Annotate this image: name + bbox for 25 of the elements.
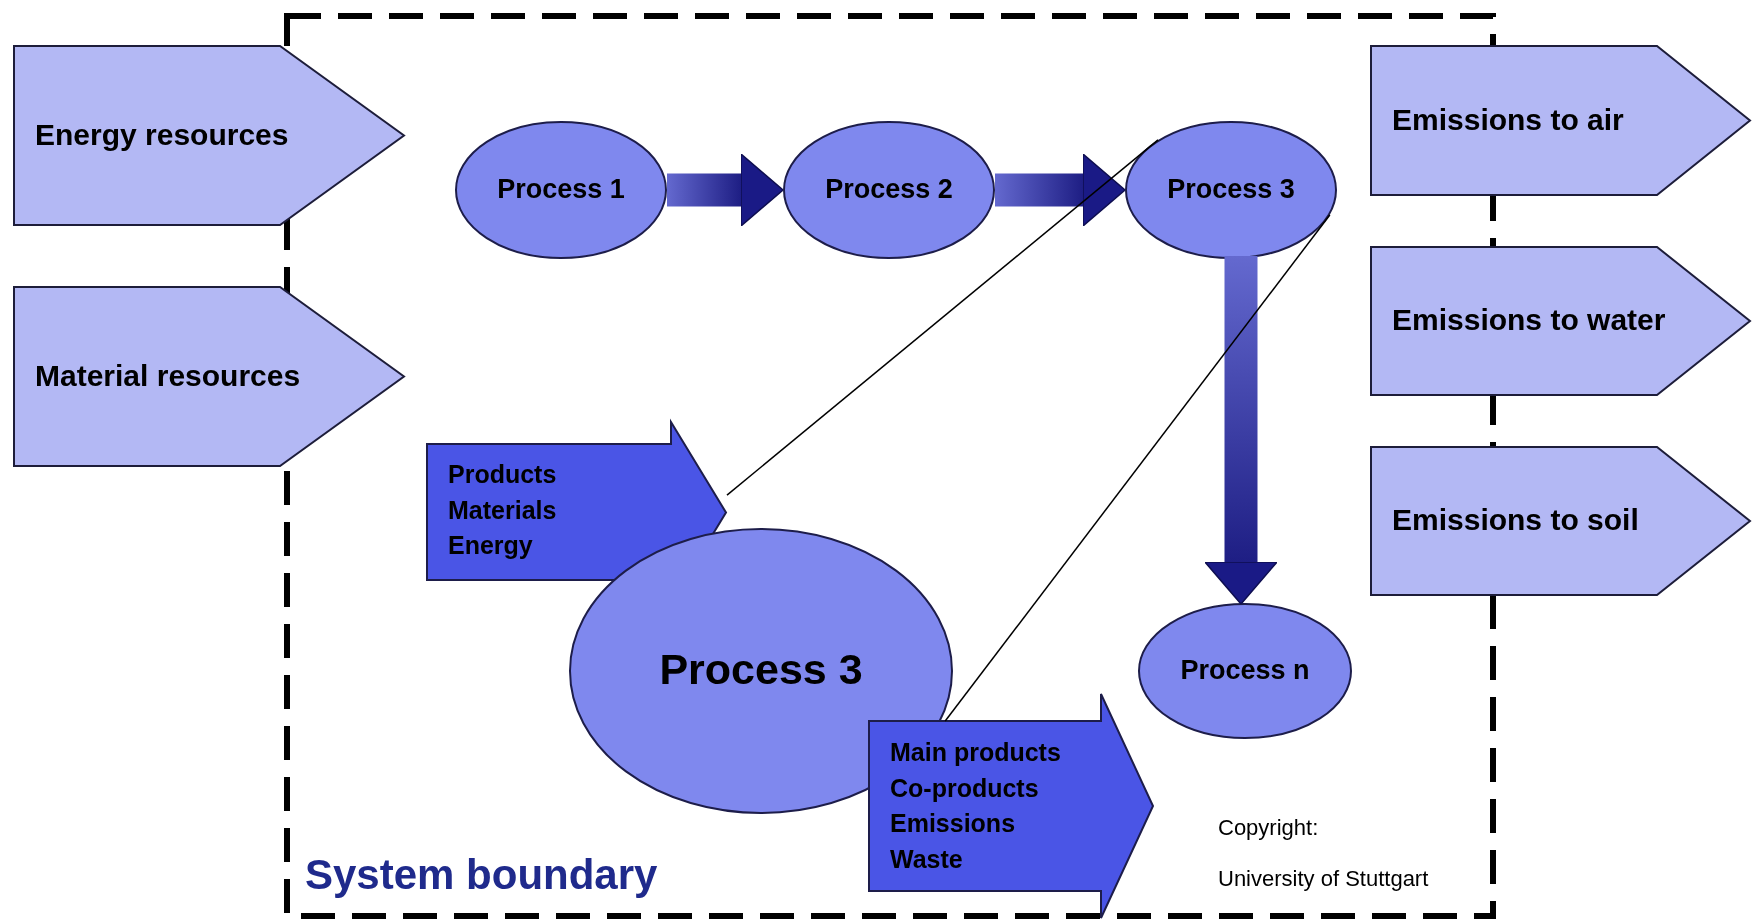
- flow-label: Emissions to air: [1392, 102, 1624, 137]
- flow-item-text: Products: [448, 460, 557, 489]
- flow-item-text: Materials: [448, 495, 557, 525]
- flow-item-text: Co-products: [890, 773, 1039, 803]
- process-label: Process 3: [658, 645, 864, 695]
- copyright-note: Copyright:: [1218, 815, 1319, 841]
- flow-item-text: Waste: [890, 844, 963, 874]
- flow-label: Material resources: [35, 358, 301, 393]
- flow-item-text: Emissions: [890, 809, 1016, 838]
- flow-label: Emissions to soil: [1392, 503, 1639, 537]
- copyright-note: University of Stuttgart: [1218, 866, 1429, 892]
- process-label: Process 1: [496, 173, 626, 205]
- process-label: Process 2: [824, 173, 954, 205]
- thick-arrow: [1204, 256, 1278, 605]
- thick-arrow: [667, 153, 784, 227]
- thick-arrow: [995, 153, 1126, 227]
- flow-item-text: Energy: [448, 531, 533, 560]
- process-label: Process n: [1179, 654, 1311, 686]
- connector-line: [726, 139, 1159, 496]
- flow-label: Emissions to water: [1392, 303, 1666, 337]
- flow-label: Energy resources: [35, 117, 289, 152]
- connector-line: [944, 214, 1331, 722]
- process-label: Process 3: [1166, 173, 1296, 205]
- boundary-label: System boundary: [305, 851, 658, 899]
- flow-item-text: Main products: [890, 738, 1061, 767]
